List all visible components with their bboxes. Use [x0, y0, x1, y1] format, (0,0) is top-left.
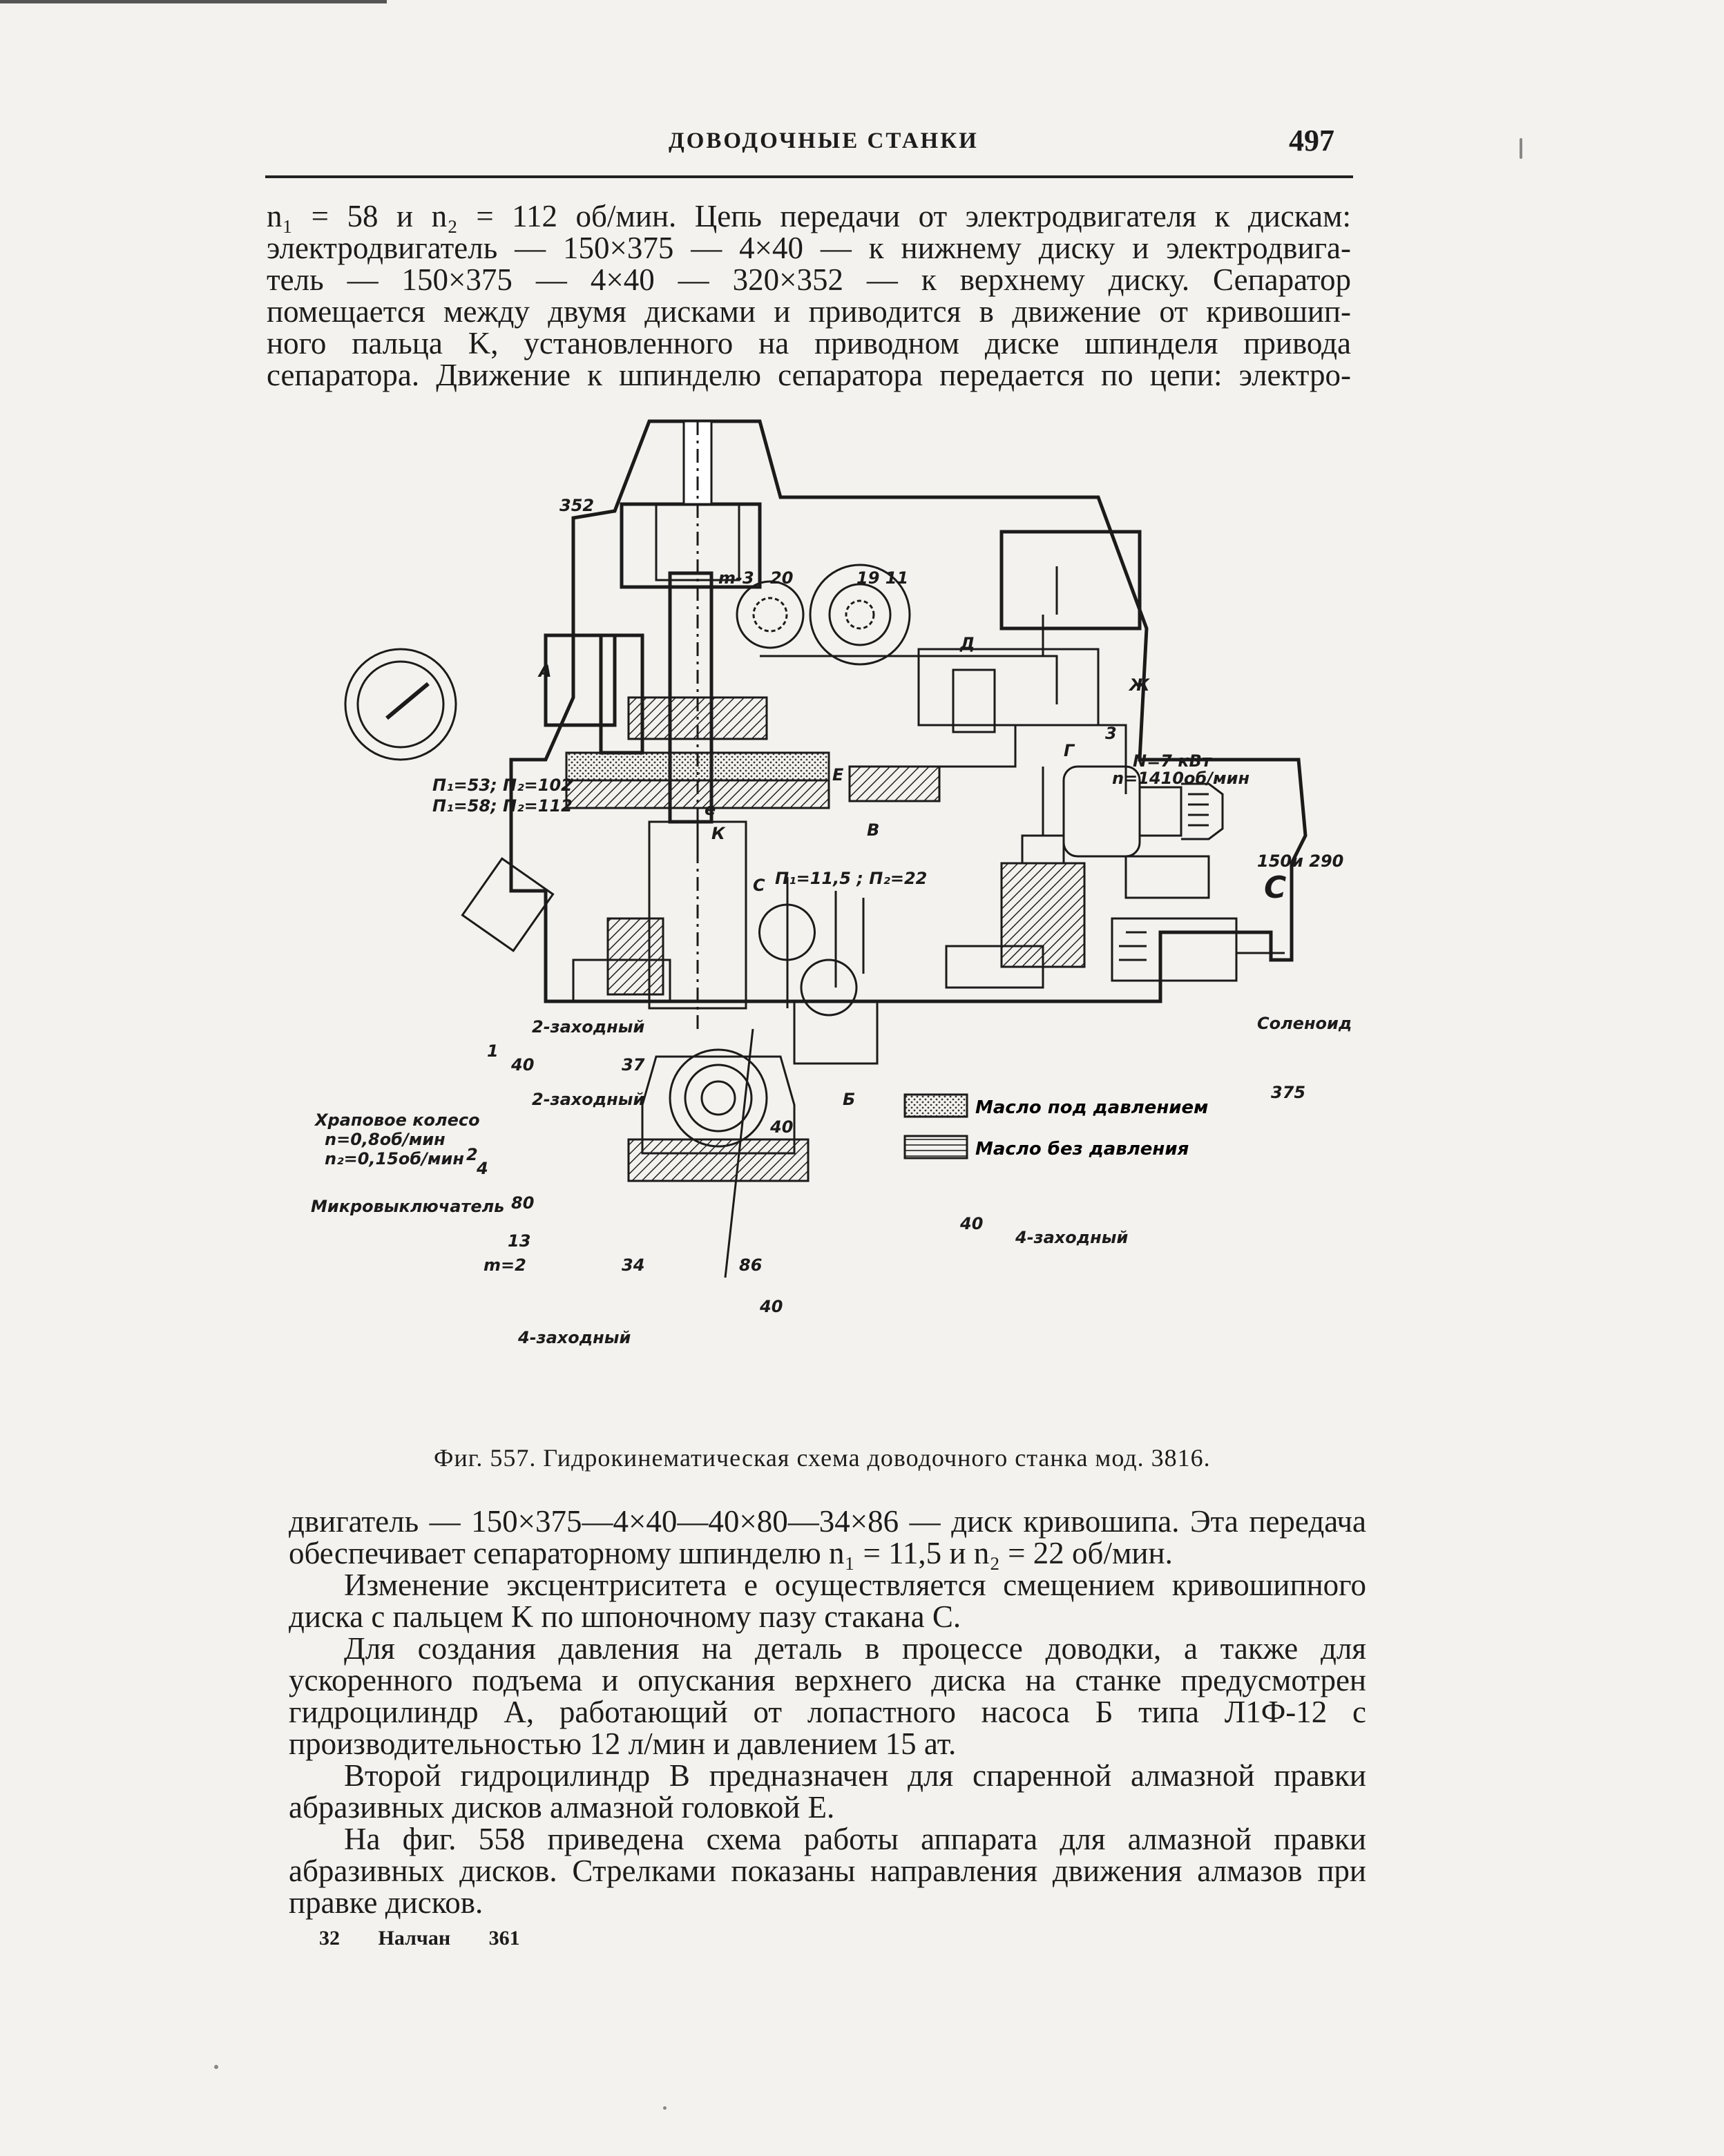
text-line: помещается между двумя дисками и приводи… [267, 294, 1351, 329]
motor [1062, 765, 1224, 858]
scan-top-edge [0, 0, 387, 3]
worm-drive [627, 1048, 810, 1182]
label-375: 375 [1271, 1083, 1305, 1102]
ratchet-mechanism [344, 648, 555, 952]
text-line: n₁ = 58 и n₂ = 112 об/мин. Цепь передачи… [267, 199, 1351, 233]
text-line: электродвигатель — 150×375 — 4×40 — к ни… [267, 231, 1351, 265]
gear-wheels [736, 564, 911, 666]
page-number: 497 [1289, 124, 1334, 157]
label-rpm: n=1410об/мин [1112, 769, 1249, 788]
intro-paragraph: n₁ = 58 и n₂ = 112 об/мин. Цепь передачи… [267, 200, 1351, 401]
label-c-big: С [1264, 870, 1286, 905]
label-m2: m=2 [483, 1255, 526, 1275]
label-microswitch: Микровыключатель [311, 1197, 504, 1216]
label-4-start-2: 4-заходный [517, 1328, 631, 1347]
label-e-cap: Е [832, 765, 844, 785]
diagram-labels: 352 m-3 20 19 11 А Д Ж 3 N=7 кВт n=1410о… [311, 496, 1352, 1347]
label-150: 150и 290 [1257, 851, 1343, 871]
print-footer: 32 Налчан 361 [319, 1927, 553, 1950]
legend-no-pressure-label: Масло без давления [975, 1139, 1189, 1159]
pump-b [724, 959, 879, 1278]
header-rule [265, 175, 1353, 178]
paragraph: Для создания давления на деталь в процес… [289, 1631, 1366, 1761]
label-power: N=7 кВт [1133, 751, 1213, 771]
label-g: Г [1064, 741, 1075, 760]
label-13: 13 [508, 1231, 530, 1251]
legend-swatch-no-pressure [903, 1135, 968, 1159]
label-speeds-2: П₁=58; П₂=112 [432, 796, 573, 816]
label-e: е [705, 800, 716, 819]
label-20: 20 [770, 568, 793, 588]
label-b: Б [843, 1090, 855, 1109]
label-c: С [753, 876, 765, 895]
label-2-start-2: 2-заходный [532, 1090, 644, 1109]
label-ratchet: Храповое колесо [314, 1110, 480, 1130]
label-ratchet-rpm-1: n=0,8об/мин [325, 1130, 446, 1149]
label-2: 2 [466, 1145, 478, 1164]
paragraph: Изменение эксцентриситета e осуществляет… [289, 1568, 1366, 1634]
label-37: 37 [622, 1055, 645, 1075]
hydraulic-lines [760, 566, 1127, 1008]
scan-speck [214, 2065, 218, 2069]
label-v: В [867, 820, 879, 840]
publisher-mark: Налчан [378, 1927, 451, 1950]
paragraph: На фиг. 558 приведена схема работы аппар… [289, 1822, 1366, 1920]
scan-speck [1520, 138, 1522, 159]
scan-speck [663, 2106, 667, 2110]
label-86: 86 [739, 1255, 762, 1275]
label-ratchet-rpm-2: n₂=0,15об/мин [325, 1149, 464, 1168]
label-k: К [711, 824, 726, 843]
label-zh: Ж [1128, 675, 1150, 695]
machine-outline [509, 419, 1308, 1003]
label-1: 1 [487, 1041, 499, 1061]
label-80: 80 [511, 1193, 534, 1213]
label-solenoid: Соленоид [1257, 1014, 1352, 1033]
label-speeds-3: П₁=11,5 ; П₂=22 [775, 869, 927, 888]
label-2-start-1: 2-заходный [532, 1017, 644, 1037]
label-40-b: 40 [769, 1117, 793, 1137]
text-line: ного пальца K, установленного на приводн… [267, 326, 1351, 360]
label-3: 3 [1105, 724, 1117, 743]
sheet-number: 32 [319, 1927, 340, 1950]
label-19-11: 19 11 [856, 568, 908, 588]
running-head: ДОВОДОЧНЫЕ СТАНКИ [669, 128, 979, 153]
text-line: сепаратора. Движение к шпинделю сепарато… [267, 358, 1351, 392]
label-d: Д [959, 634, 975, 653]
legend-pressure-label: Масло под давлением [975, 1097, 1208, 1118]
paragraph: Второй гидроцилиндр B предназначен для с… [289, 1758, 1366, 1825]
cylinder-v [945, 767, 1086, 989]
label-m3: m-3 [718, 568, 754, 588]
label-40-a: 40 [510, 1055, 534, 1075]
body-text: двигатель — 150×375—4×40—40×80—34×86 — д… [289, 1505, 1366, 1918]
solenoid-unit [1111, 855, 1285, 982]
hydrokinematic-diagram: Масло под давлением Масло без давления 3… [311, 419, 1352, 1347]
label-40-d: 40 [759, 1297, 783, 1316]
upper-spindle [565, 420, 830, 849]
label-4-start-1: 4-заходный [1015, 1228, 1128, 1247]
label-4: 4 [476, 1159, 488, 1178]
label-40-c: 40 [959, 1214, 983, 1233]
lower-spindle [572, 820, 816, 1029]
legend-swatch-pressure [903, 1093, 968, 1118]
text-line: тель — 150×375 — 4×40 — 320×352 — к верх… [267, 262, 1351, 297]
paragraph: двигатель — 150×375—4×40—40×80—34×86 — д… [289, 1504, 1366, 1570]
label-a: А [537, 662, 552, 681]
label-352: 352 [559, 496, 594, 515]
label-34: 34 [622, 1255, 644, 1275]
label-speeds-1: П₁=53; П₂=102 [432, 776, 573, 795]
page-header: ДОВОДОЧНЫЕ СТАНКИ 497 [265, 124, 1350, 170]
figure-caption: Фиг. 557. Гидрокинематическая схема дово… [434, 1444, 1211, 1472]
print-code: 361 [488, 1927, 520, 1950]
